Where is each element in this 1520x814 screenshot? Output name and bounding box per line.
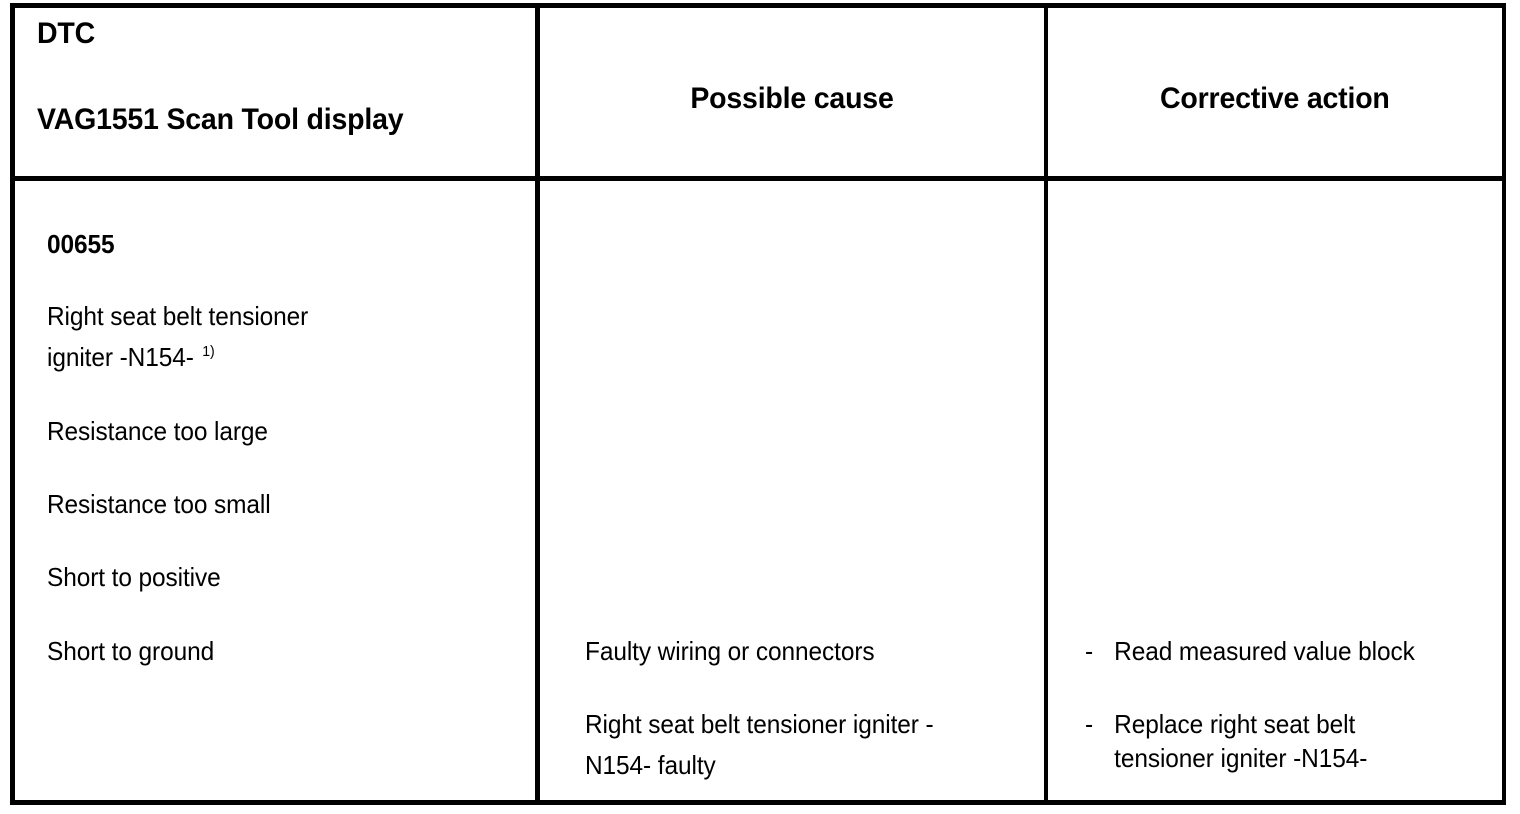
header-corrective-action-label: Corrective action xyxy=(1159,82,1390,115)
corrective-action-item-2-text: Replace right seat belt tensioner ignite… xyxy=(1114,707,1367,775)
possible-cause-item-2-line1: Right seat belt tensioner igniter - xyxy=(585,709,934,739)
dtc-description-line1: Right seat belt tensioner xyxy=(47,301,309,331)
corrective-action-item-2: - Replace right seat belt tensioner igni… xyxy=(1085,707,1367,775)
dtc-description-line2-text: igniter -N154- xyxy=(47,342,194,372)
column-divider-2 xyxy=(1044,3,1048,805)
cell-possible-cause: Faulty wiring or connectors Right seat b… xyxy=(540,181,1044,800)
header-dtc-line1: DTC xyxy=(37,17,96,50)
column-divider-1 xyxy=(535,3,540,805)
corrective-action-item-2-line1: Replace right seat belt xyxy=(1114,709,1356,739)
bullet-dash-icon: - xyxy=(1085,636,1094,666)
header-dtc-line2: VAG1551 Scan Tool display xyxy=(37,103,404,136)
dtc-code: 00655 xyxy=(47,229,115,259)
dtc-condition-short-to-ground: Short to ground xyxy=(47,636,215,666)
corrective-action-item-1-line1: Read measured value block xyxy=(1114,636,1415,666)
dtc-condition-resistance-too-small: Resistance too small xyxy=(47,489,271,519)
corrective-action-item-1: - Read measured value block xyxy=(1085,634,1415,668)
dtc-description-line2: igniter -N154- 1) xyxy=(47,340,215,374)
header-cell-dtc: DTC VAG1551 Scan Tool display xyxy=(15,8,535,176)
dtc-condition-short-to-positive: Short to positive xyxy=(47,562,221,592)
header-cell-corrective-action: Corrective action xyxy=(1048,8,1501,176)
bullet-dash-icon: - xyxy=(1085,709,1094,739)
dtc-condition-resistance-too-large: Resistance too large xyxy=(47,416,268,446)
corrective-action-item-2-line2: tensioner igniter -N154- xyxy=(1114,743,1368,773)
header-possible-cause-label: Possible cause xyxy=(690,82,894,115)
footnote-marker: 1) xyxy=(202,343,215,361)
header-cell-possible-cause: Possible cause xyxy=(540,8,1044,176)
dtc-table: DTC VAG1551 Scan Tool display Possible c… xyxy=(10,3,1506,805)
cell-corrective-action: - Read measured value block - Replace ri… xyxy=(1048,181,1501,800)
header-row-divider xyxy=(10,176,1506,181)
possible-cause-item-2-line2: N154- faulty xyxy=(585,750,716,780)
possible-cause-item-1: Faulty wiring or connectors xyxy=(585,636,875,666)
cell-dtc-display: 00655 Right seat belt tensioner igniter … xyxy=(15,181,535,800)
